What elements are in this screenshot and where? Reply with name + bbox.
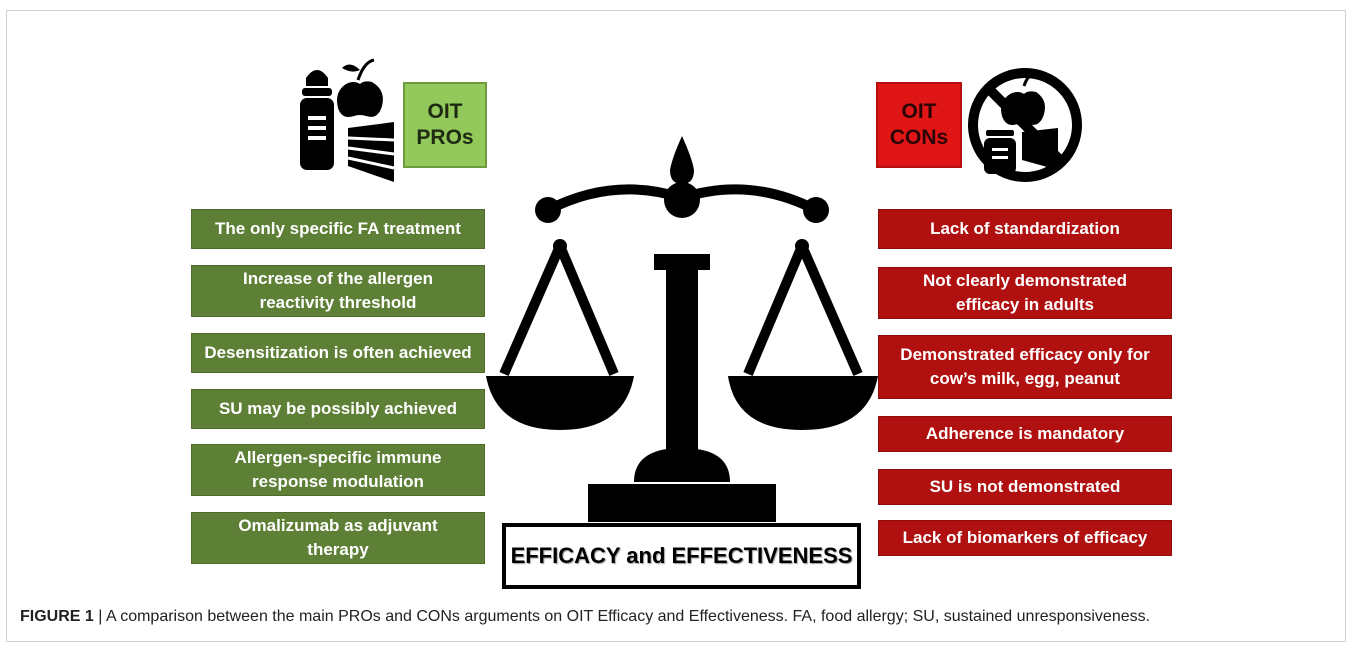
- con-item: Lack of biomarkers of efficacy: [878, 520, 1172, 556]
- pro-item: Allergen-specific immune response modula…: [191, 444, 485, 496]
- caption-separator: |: [93, 608, 106, 625]
- no-food-icon: [968, 68, 1082, 182]
- pros-tag: OIT PROs: [403, 82, 487, 168]
- pro-item: The only specific FA treatment: [191, 209, 485, 249]
- scale-icon: [486, 136, 878, 522]
- pro-item: Increase of the allergen reactivity thre…: [191, 265, 485, 317]
- pro-item: Omalizumab as adjuvant therapy: [191, 512, 485, 564]
- con-item: Not clearly demonstrated efficacy in adu…: [878, 267, 1172, 319]
- caption-text: A comparison between the main PROs and C…: [105, 608, 1151, 625]
- con-item: Adherence is mandatory: [878, 416, 1172, 452]
- caption-label: FIGURE 1: [20, 608, 94, 625]
- food-icon: [300, 58, 395, 182]
- balance-label: EFFICACY and EFFECTIVENESS: [502, 523, 861, 589]
- con-item: Lack of standardization: [878, 209, 1172, 249]
- cons-tag: OIT CONs: [876, 82, 962, 168]
- pro-item: Desensitization is often achieved: [191, 333, 485, 373]
- con-item: SU is not demonstrated: [878, 469, 1172, 505]
- pro-item: SU may be possibly achieved: [191, 389, 485, 429]
- con-item: Demonstrated efficacy only for cow’s mil…: [878, 335, 1172, 399]
- figure-caption: FIGURE 1 | A comparison between the main…: [20, 608, 1150, 626]
